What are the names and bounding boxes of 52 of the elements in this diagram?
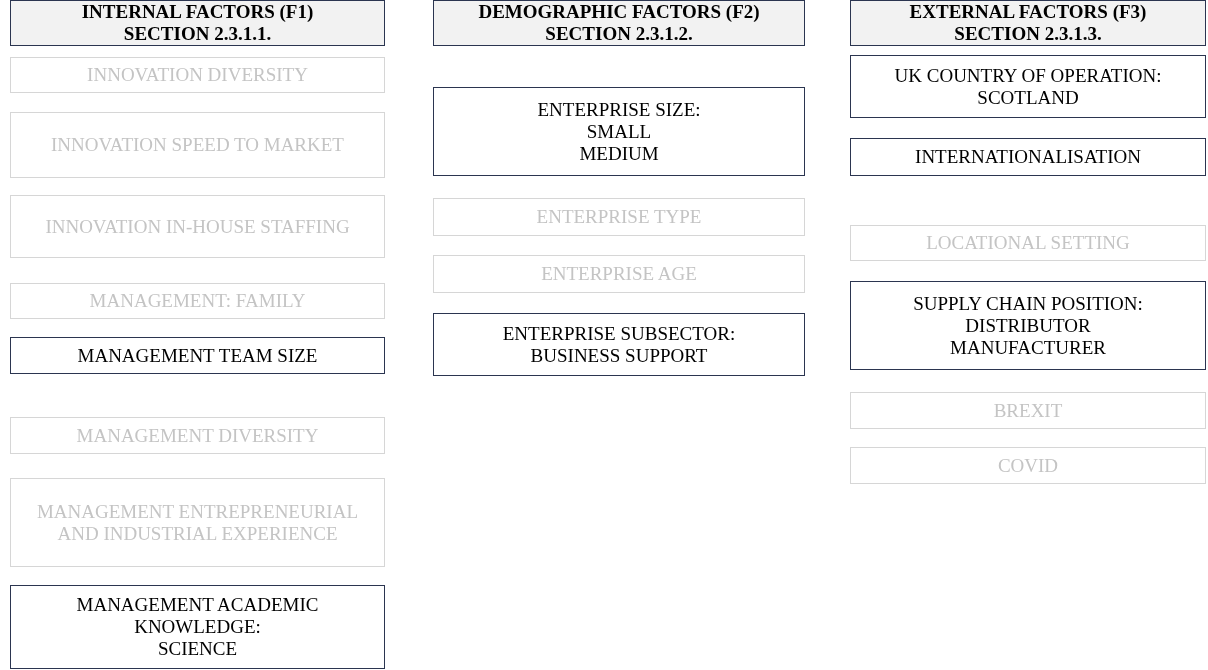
factor-box: [850, 281, 1206, 370]
factor-box: [433, 87, 805, 176]
factor-name: BREXIT: [993, 399, 1063, 422]
factor-box: [850, 138, 1206, 176]
factor-value: SMALL: [586, 120, 652, 143]
factor-name: MANAGEMENT ACADEMIC KNOWLEDGE:: [75, 594, 320, 638]
faded-factor-box: [433, 255, 805, 293]
factor-name: MANAGEMENT: FAMILY: [89, 290, 306, 312]
factor-name: SUPPLY CHAIN POSITION:: [913, 292, 1143, 315]
section-number: SECTION 2.3.1.1.: [123, 23, 272, 45]
factor-name: MANAGEMENT ENTREPRENEURIAL AND INDUSTRIAL EXPERIENCE: [35, 500, 360, 545]
factor-name: COVID: [997, 454, 1059, 477]
factor-box: [10, 337, 385, 374]
faded-factor-box: [433, 198, 805, 236]
section-number: SECTION 2.3.1.2.: [545, 23, 693, 45]
factor-box: [10, 585, 385, 669]
factor-name: ENTERPRISE SUBSECTOR:: [502, 322, 736, 345]
factor-name: ENTERPRISE AGE: [541, 263, 697, 285]
faded-factor-box: [10, 112, 385, 178]
faded-factor-box: [850, 225, 1206, 261]
factor-value: MANUFACTURER: [950, 336, 1106, 359]
section-number: SECTION 2.3.1.3.: [954, 23, 1102, 45]
faded-factor-box: [10, 417, 385, 454]
factor-value: SCOTLAND: [977, 86, 1079, 109]
factor-name: UK COUNTRY OF OPERATION:: [894, 64, 1162, 87]
factor-name: INNOVATION SPEED TO MARKET: [51, 134, 344, 156]
section-header-box: [850, 0, 1206, 46]
factor-value: DISTRIBUTOR: [965, 314, 1091, 337]
section-header-box: [433, 0, 805, 46]
faded-factor-box: [10, 57, 385, 93]
factor-box: [850, 55, 1206, 118]
section-header-box: [10, 0, 385, 46]
factor-name: MANAGEMENT DIVERSITY: [76, 424, 319, 447]
factor-value: MEDIUM: [579, 142, 659, 165]
faded-factor-box: [10, 478, 385, 567]
factor-name: MANAGEMENT TEAM SIZE: [77, 344, 318, 367]
factor-box: [433, 313, 805, 376]
factor-name: INTERNATIONALISATION: [915, 146, 1141, 168]
section-title: EXTERNAL FACTORS (F3): [909, 1, 1147, 23]
faded-factor-box: [10, 195, 385, 258]
factor-name: ENTERPRISE SIZE:: [537, 98, 701, 121]
factor-name: INNOVATION IN-HOUSE STAFFING: [45, 215, 350, 238]
factor-value: SCIENCE: [157, 638, 238, 660]
faded-factor-box: [850, 447, 1206, 484]
factor-name: ENTERPRISE TYPE: [536, 206, 702, 228]
factor-name: LOCATIONAL SETTING: [926, 232, 1130, 254]
factor-name: INNOVATION DIVERSITY: [87, 64, 308, 86]
section-title: DEMOGRAPHIC FACTORS (F2): [478, 1, 760, 23]
factor-value: BUSINESS SUPPORT: [530, 344, 708, 367]
faded-factor-box: [10, 283, 385, 319]
section-title: INTERNAL FACTORS (F1): [81, 1, 314, 23]
faded-factor-box: [850, 392, 1206, 429]
